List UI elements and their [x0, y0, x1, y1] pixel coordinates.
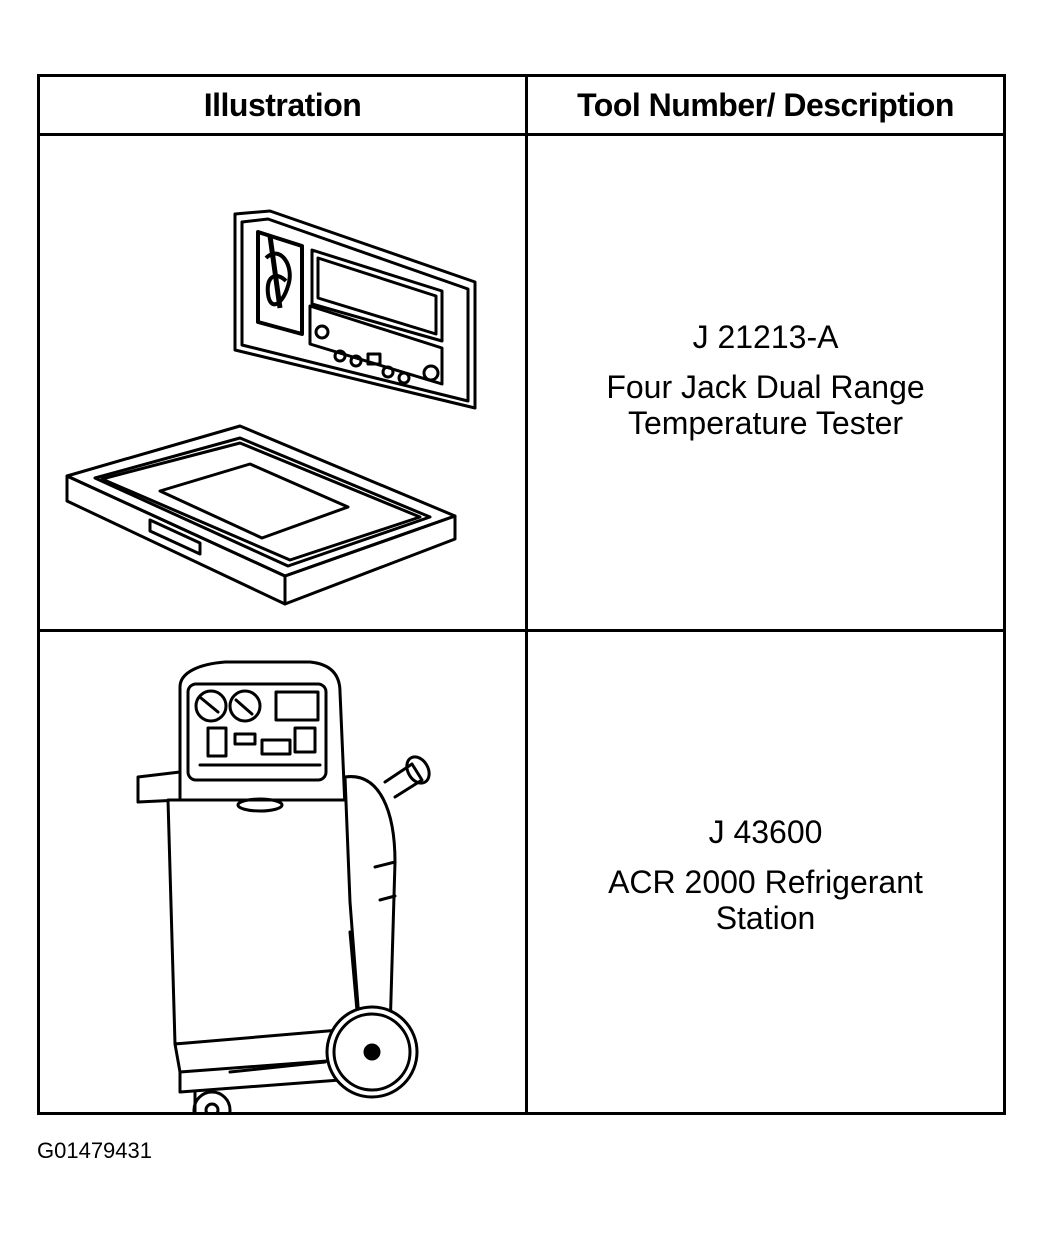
tool-description-line: ACR 2000 Refrigerant [608, 864, 923, 900]
tool-number: J 43600 [708, 814, 823, 850]
tool-number: J 21213-A [692, 319, 839, 355]
column-divider [525, 77, 528, 1112]
tool-description-cell-2: J 43600 ACR 2000 Refrigerant Station [528, 814, 1003, 936]
temperature-tester-case-icon [65, 209, 477, 606]
tool-description-line: Station [715, 900, 816, 936]
figure-id: G01479431 [37, 1138, 152, 1163]
refrigerant-station-cart-icon [136, 660, 431, 1112]
tool-table: Illustration Tool Number/ Description [37, 74, 1006, 1115]
header-illustration: Illustration [203, 86, 362, 123]
tool-description-cell-1: J 21213-A Four Jack Dual Range Temperatu… [528, 319, 1003, 441]
tool-description-line: Four Jack Dual Range [606, 369, 925, 405]
row-divider [40, 629, 1003, 632]
illustration-cell-2 [40, 632, 525, 1112]
illustration-cell-1 [40, 136, 525, 629]
tool-description-line: Temperature Tester [627, 405, 904, 441]
header-divider [40, 133, 1003, 136]
header-tool-description: Tool Number/ Description [577, 86, 954, 123]
